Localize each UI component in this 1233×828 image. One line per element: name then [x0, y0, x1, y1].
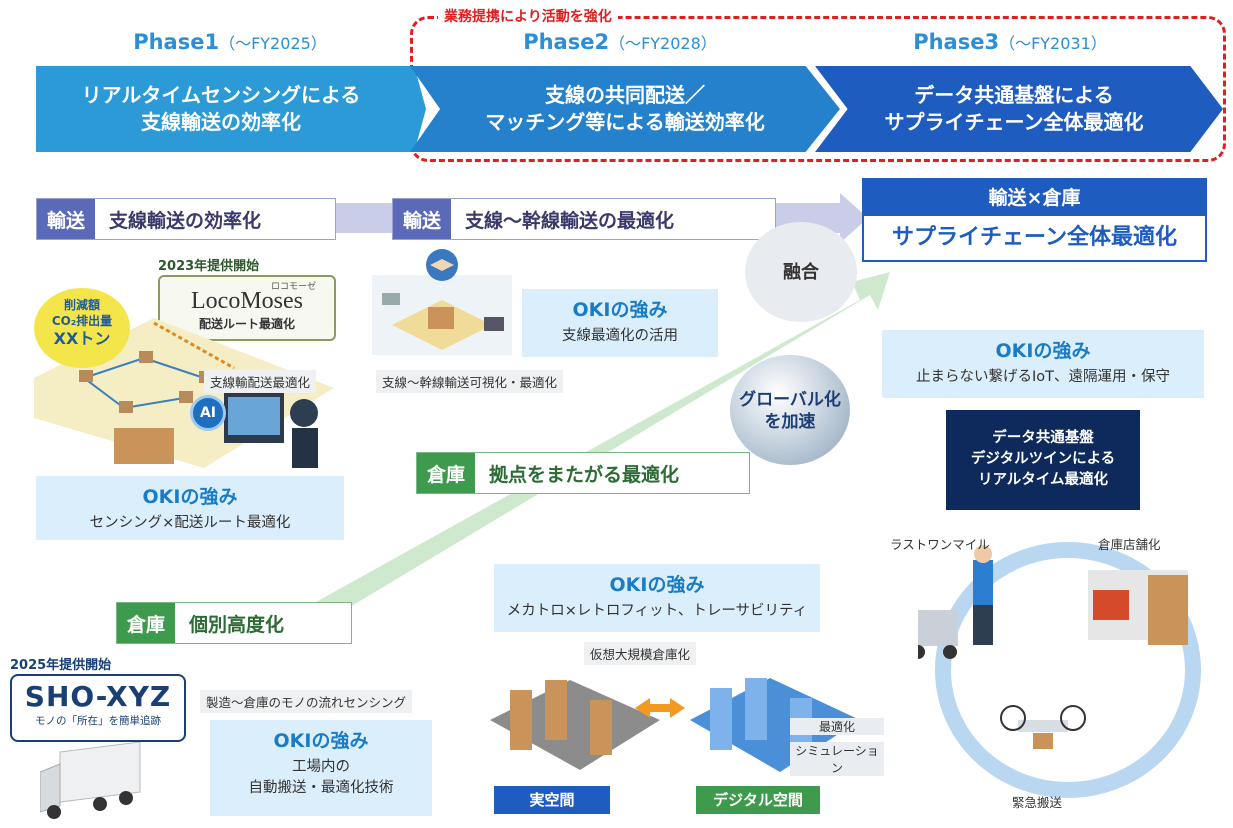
label-real-space: 実空間 [494, 786, 610, 814]
data-platform-line-1: データ共通基盤 [992, 430, 1094, 446]
goal-box: 輸送×倉庫 サプライチェーン全体最適化 [862, 178, 1207, 262]
logistics-cycle-illustration [918, 542, 1201, 798]
oki-box-4: OKIの強み メカトロ×レトロフィット、トレーサビリティ [494, 564, 820, 632]
goal-top: 輸送×倉庫 [864, 180, 1205, 216]
locomoses-start: 2023年提供開始 [158, 259, 260, 274]
data-platform-line-3: リアルタイム最適化 [977, 472, 1109, 489]
globe-label: グローバル化を加速 [739, 390, 841, 433]
sho-sub: モノの「所在」を簡単追跡 [35, 715, 161, 727]
locomoses-sub: 配送ルート最適化 [198, 317, 295, 331]
collaboration-label: 業務提携により活動を強化 [438, 6, 618, 26]
fusion-label: 融合 [783, 262, 819, 283]
truck-illustration [40, 742, 141, 819]
sho-logo: SHO-XYZ モノの「所在」を簡単追跡 [10, 674, 186, 742]
oki-box-2: OKIの強み 支線最適化の活用 [522, 289, 718, 357]
label-optimization: 最適化 [790, 718, 884, 735]
label-emergency: 緊急搬送 [1012, 795, 1063, 810]
caption-trunk-visualization: 支線～幹線輸送可視化・最適化 [376, 370, 564, 393]
trunk-network-illustration [372, 249, 512, 355]
real-digital-warehouse-illustration [490, 678, 860, 772]
warehouse-tag-1: 倉庫個別高度化 [116, 602, 352, 644]
co2-label-1: 削減額 [63, 298, 100, 312]
phase2-title: Phase2（～FY2028） [523, 30, 717, 54]
co2-label-2: CO₂排出量 [51, 313, 113, 328]
oki-box-5: OKIの強み 工場内の 自動搬送・最適化技術 [210, 720, 432, 816]
locomoses-logo: ロコモーゼ LocoMoses 配送ルート最適化 [158, 275, 336, 341]
locomoses-ruby: ロコモーゼ [270, 282, 316, 292]
sho-start: 2025年提供開始 [10, 658, 112, 673]
phase3-chevron: データ共通基盤によるサプライチェーン全体最適化 [815, 66, 1223, 152]
globe-icon: グローバル化を加速 [730, 355, 850, 465]
warehouse-tag-2: 倉庫拠点をまたがる最適化 [416, 452, 750, 494]
label-digital-space: デジタル空間 [696, 786, 820, 814]
oki-box-3: OKIの強み 止まらない繋げるIoT、遠隔運用・保守 [882, 330, 1204, 398]
goal-main: サプライチェーン全体最適化 [892, 225, 1177, 250]
data-platform-line-2: デジタルツインによる [970, 451, 1116, 468]
caption-virtual-warehouse: 仮想大規模倉庫化 [584, 642, 697, 665]
transport-tag-1: 輸送支線輸送の効率化 [36, 198, 336, 240]
label-last-mile: ラストワンマイル [890, 537, 990, 552]
caption-factory-sensing: 製造～倉庫のモノの流れセンシング [200, 690, 413, 713]
phase3-title: Phase3（～FY2031） [913, 30, 1107, 54]
phase1-title: Phase1（～FY2025） [133, 30, 327, 54]
co2-badge: 削減額 CO₂排出量 XXトン [34, 288, 130, 368]
label-warehouse-store: 倉庫店舗化 [1098, 537, 1161, 552]
caption-branch-delivery: 支線輸配送最適化 [204, 370, 317, 393]
ai-icon: AI [190, 395, 226, 431]
phase1-chevron: リアルタイムセンシングによる支線輸送の効率化 [36, 66, 426, 152]
oki-box-1: OKIの強み センシング×配送ルート最適化 [36, 476, 344, 540]
transport-tag-2: 輸送支線～幹線輸送の最適化 [392, 198, 776, 240]
locomoses-wordmark: LocoMoses [191, 288, 303, 314]
phase2-chevron: 支線の共同配送／マッチング等による輸送効率化 [410, 66, 840, 152]
co2-value: XXトン [53, 329, 111, 349]
fusion-circle: 融合 [745, 222, 857, 322]
sho-wordmark: SHO-XYZ [24, 680, 172, 713]
label-simulation: シミュレーション [790, 742, 884, 776]
data-platform-panel: データ共通基盤 デジタルツインによる リアルタイム最適化 [946, 410, 1140, 510]
